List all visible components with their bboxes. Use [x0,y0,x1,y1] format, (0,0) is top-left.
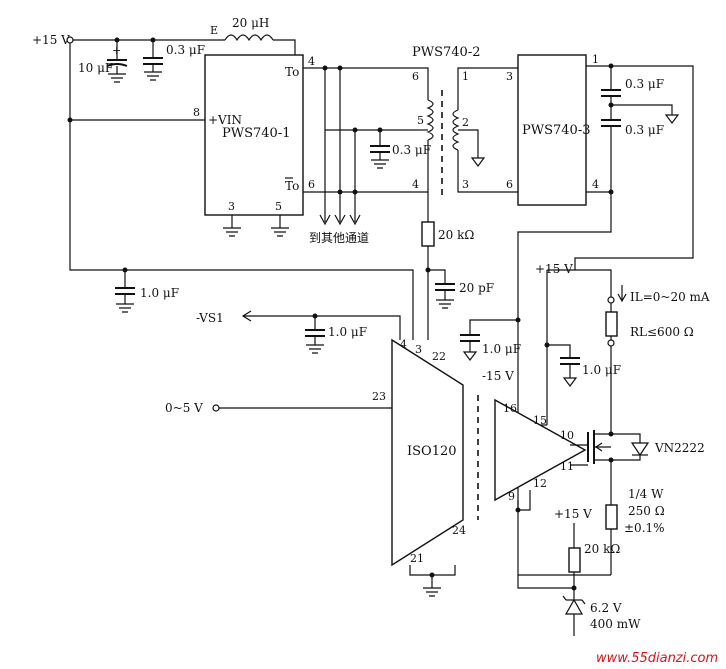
pws740-1-name: PWS740-1 [222,126,291,141]
opamp-pin12: 12 [533,477,547,490]
pws740-1-pin4: 4 [308,55,315,68]
capacitor-1uf-rl-label: 1.0 μF [482,342,521,356]
capacitor-20pf: 20 pF [435,281,494,309]
load-resistor-rl [605,311,618,337]
capacitor-1uf-left: 1.0 μF [115,270,179,313]
pws740-2-pin3: 3 [462,178,469,191]
capacitor-03uf-top-label: 0.3 μF [166,43,205,57]
pws740-1-vin: +VIN [208,113,242,127]
vs1-label: -VS1 [196,311,224,325]
resistor-20k-top-label: 20 kΩ [438,228,474,242]
plus15-supply-node: +15 V [32,33,74,47]
capacitor-03uf-mid-label: 0.3 μF [392,143,431,157]
capacitor-03uf-top: 0.3 μF [143,40,205,81]
capacitor-1uf-vs-label: 1.0 μF [328,325,367,339]
pws740-3-name: PWS740-3 [522,123,591,138]
inductor-20uh: E 20 μH [210,16,296,55]
pws740-3-pin6: 6 [506,178,513,191]
load-rl-label: RL≤600 Ω [630,325,694,339]
mosfet-vn2222: VN2222 [570,430,705,466]
resistor-20k-bot-label: 20 kΩ [584,542,620,556]
capacitor-10uf: + 10 μF [78,40,128,83]
pws740-3-pin4: 4 [592,178,599,191]
capacitor-20pf-label: 20 pF [459,281,494,295]
plus15-label-low: +15 V [554,507,592,521]
opamp-pin9: 9 [508,490,515,503]
svg-text:+: + [112,44,121,57]
sense-tol-label: ±0.1% [624,521,665,535]
other-channels-label: 到其他通道 [309,231,369,245]
pws740-1-pin6: 6 [308,178,315,191]
resistor-20k-bottom: 20 kΩ [568,542,620,573]
inductor-pin-label: E [210,24,218,37]
plus15-label-top: +15 V [32,33,70,47]
pws740-3-block: PWS740-3 3 6 1 4 [506,53,599,206]
pws740-3-pin1: 1 [592,53,599,66]
input-terminal [212,404,220,412]
zener-voltage-label: 6.2 V [590,601,622,615]
pws740-2-pin6: 6 [412,70,419,83]
opamp-triangle: 16 15 10 11 9 12 [494,398,587,503]
opamp-pin10: 10 [560,429,574,442]
load-il-label: IL=0~20 mA [630,290,710,304]
iso120-pin23: 23 [372,390,386,403]
input-range-label: 0~5 V [165,401,203,415]
iso120-pin24: 24 [452,524,466,537]
capacitor-1uf-op-label: 1.0 μF [582,363,621,377]
capacitor-03uf-mid: 0.3 μF [370,130,431,169]
pws740-2-pin5: 5 [417,114,424,127]
capacitor-03uf-r2-label: 0.3 μF [625,123,664,137]
watermark-text: www.55dianzi.com [596,651,718,666]
iso120-pin4: 4 [400,338,407,351]
opamp-pin15: 15 [533,414,547,427]
capacitor-03uf-r1: 0.3 μF [601,66,664,105]
pws740-1-pin5: 5 [275,200,282,213]
pws740-1-to1: To [285,65,299,79]
capacitor-03uf-r1-label: 0.3 μF [625,77,664,91]
opamp-pin16: 16 [503,402,517,415]
inductor-value-label: 20 μH [232,16,269,30]
pws740-2-pin1: 1 [462,70,469,83]
iso120-pin3: 3 [415,343,422,356]
pws740-3-pin3: 3 [506,70,513,83]
pws740-2-transformer: PWS740-2 6 5 4 1 2 3 [412,45,486,195]
opamp-pin11: 11 [560,460,574,473]
pws740-2-pin4: 4 [412,178,419,191]
minus15-label: -15 V [482,369,514,383]
plus15-label-mid: +15 V [535,262,573,276]
capacitor-03uf-r2: 0.3 μF [601,105,664,192]
capacitor-1uf-left-label: 1.0 μF [140,286,179,300]
pws740-1-block: PWS740-1 +VIN To To 8 4 6 3 5 [193,54,315,216]
sense-value-label: 250 Ω [628,504,665,518]
pws740-2-name: PWS740-2 [412,45,481,60]
pws740-2-pin2: 2 [462,116,469,129]
resistor-20k-top: 20 kΩ [421,221,474,247]
capacitor-10uf-label: 10 μF [78,61,113,75]
capacitor-1uf-vs: 1.0 μF [305,316,367,354]
capacitor-1uf-neg: 1.0 μF [460,334,521,361]
capacitor-1uf-op: 1.0 μF [560,357,621,387]
sense-resistor-250: 1/4 W 250 Ω ±0.1% [605,487,665,535]
zener-power-label: 400 mW [590,617,641,631]
iso120-pin21: 21 [410,552,424,565]
pws740-1-pin8: 8 [193,106,200,119]
pws740-1-to2: To [285,179,299,193]
iso120-pin22: 22 [432,350,446,363]
sense-power-label: 1/4 W [628,487,664,501]
mosfet-label: VN2222 [654,441,705,455]
zener-6v2: 6.2 V 400 mW [562,595,641,636]
iso120-block: ISO120 4 3 22 23 24 21 [372,338,466,567]
iso120-name: ISO120 [407,444,457,459]
pws740-1-pin3: 3 [228,200,235,213]
